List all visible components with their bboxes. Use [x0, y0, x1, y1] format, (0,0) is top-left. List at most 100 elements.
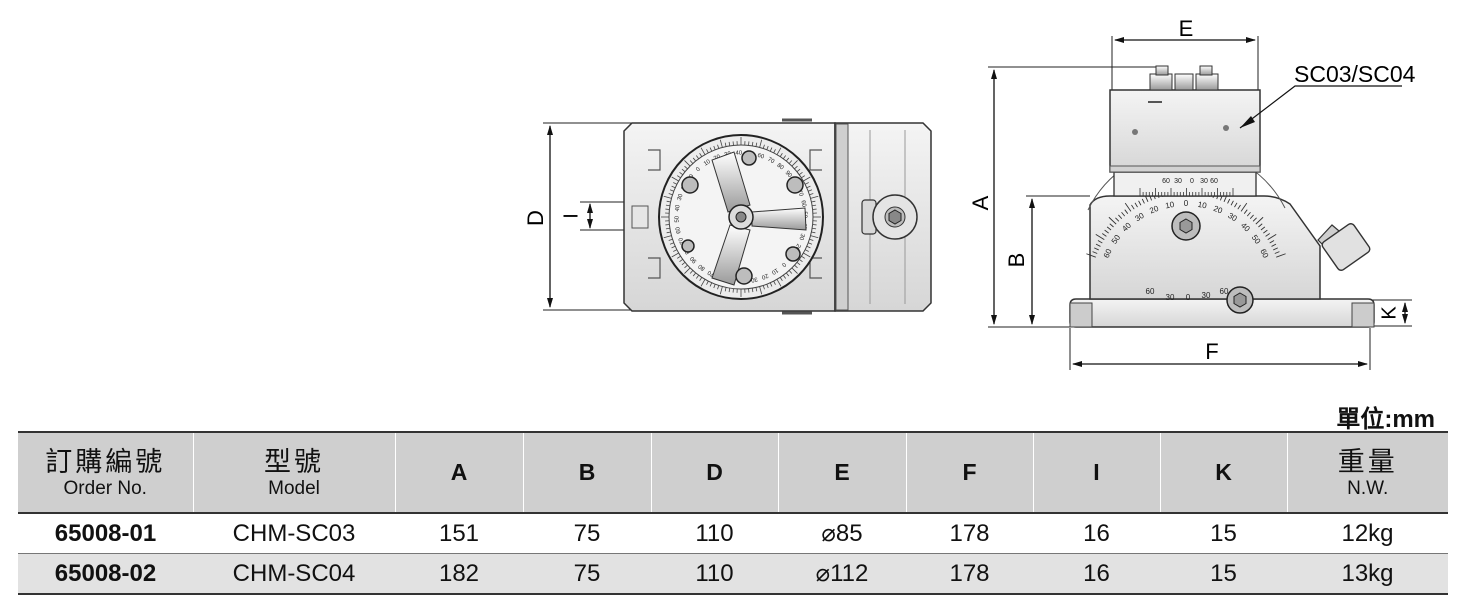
cell-e: ⌀112: [778, 553, 906, 595]
dial-tick: [681, 262, 686, 266]
dim-label-i: I: [560, 213, 582, 219]
cell-i: 16: [1033, 553, 1160, 595]
dial-tick: [782, 275, 786, 279]
dial-tick: [801, 255, 805, 259]
dial-tick: [812, 204, 817, 207]
ring-scale-label: 60: [1210, 178, 1218, 185]
dial-tick: [706, 280, 709, 285]
arc-tick: [1274, 251, 1280, 254]
arc-tick: [1240, 202, 1248, 212]
dim-label-e: E: [1179, 16, 1194, 41]
arc-tick: [1094, 247, 1099, 251]
cell-weight: 13kg: [1287, 553, 1448, 595]
arc-tick: [1230, 200, 1234, 206]
cell-k: 15: [1160, 513, 1287, 554]
dial-tick: [788, 160, 793, 164]
arc-tick: [1118, 214, 1123, 219]
dial-tick: [677, 255, 681, 259]
dial-tick: [696, 155, 700, 159]
dial-tick: [799, 258, 803, 262]
dial-tick: [804, 182, 809, 185]
dial-tick: [717, 285, 720, 290]
table-header: 訂購編號 Order No. 型號 Model A B D E F I K 重量…: [18, 431, 1448, 514]
dial-tick: [668, 238, 673, 241]
arc-tick: [1267, 233, 1277, 240]
dial-scale-label: 70: [766, 157, 775, 166]
dial-tick: [677, 175, 681, 179]
arc-scale-label: 20: [1148, 204, 1160, 216]
dial-tick: [699, 153, 703, 157]
dial-tick: [671, 185, 676, 189]
dial-tick: [791, 267, 798, 274]
unit-label: 單位:mm: [1336, 406, 1435, 433]
arc-tick: [1131, 204, 1135, 210]
dial-tick: [808, 189, 813, 192]
dial-tick: [679, 258, 683, 262]
dial-tick: [808, 242, 813, 245]
cell-a: 182: [395, 553, 523, 595]
dial-tick: [717, 144, 720, 149]
ring-scale-label: 30: [1200, 178, 1208, 185]
arc-scale-label: 60: [1258, 248, 1270, 260]
dial-tick: [696, 275, 700, 279]
dim-label-k: K: [1378, 306, 1400, 320]
dial-tick: [673, 182, 678, 185]
dial-tick: [692, 157, 696, 162]
dial-tick: [755, 142, 758, 147]
dial-tick: [776, 279, 782, 287]
dial-tick: [759, 286, 763, 295]
dial-scale-label: 10: [703, 159, 712, 168]
header-i: I: [1032, 431, 1160, 514]
spec-table: 訂購編號 Order No. 型號 Model A B D E F I K 重量…: [18, 431, 1448, 595]
arc-tick: [1237, 204, 1241, 210]
arc-scale-label: 0: [1184, 199, 1189, 208]
callout-label: SC03/SC04: [1294, 61, 1416, 87]
dial-tick: [699, 277, 703, 281]
arc-tick: [1095, 233, 1105, 240]
dial-tick: [684, 264, 688, 269]
arc-tick: [1227, 198, 1231, 204]
dial-tick: [796, 262, 801, 266]
dial-tick: [751, 288, 754, 293]
arc-tick: [1102, 233, 1107, 237]
header-order: 訂購編號 Order No.: [18, 431, 193, 514]
table-row: 65008-02 CHM-SC04 182 75 110 ⌀112 178 16…: [18, 553, 1448, 595]
dial-tick: [669, 189, 674, 192]
dial-scale-label: 0: [780, 261, 787, 268]
arc-scale-label: 10: [1165, 200, 1176, 211]
header-weight: 重量 N.W.: [1286, 431, 1448, 514]
dial-tick: [766, 145, 769, 150]
arc-tick: [1095, 243, 1101, 247]
arc-tick: [1271, 243, 1277, 247]
base-scale-label: 30: [1202, 291, 1211, 300]
dial-scale-label: 90: [689, 254, 698, 263]
dim-label-f: F: [1205, 339, 1218, 364]
dial-tick: [759, 139, 763, 148]
arc-tick: [1255, 216, 1264, 225]
base-scale-label: 60: [1146, 287, 1155, 296]
dim-label-a: A: [968, 195, 993, 210]
arc-tick: [1269, 240, 1275, 244]
dim-label-b: B: [1004, 253, 1029, 268]
cell-k: 15: [1160, 553, 1287, 595]
dial-scale-label: 50: [674, 215, 680, 223]
dial-tick: [665, 204, 670, 207]
dial-tick: [786, 157, 790, 162]
arc-tick: [1258, 223, 1263, 228]
dial-scale-label: 80: [776, 163, 785, 172]
dial-tick: [773, 280, 776, 285]
cell-b: 75: [523, 513, 651, 554]
cell-f: 178: [906, 513, 1033, 554]
dial-tick: [786, 272, 790, 277]
dial-tick: [801, 175, 805, 179]
dial-tick: [700, 279, 706, 287]
dial-tick: [719, 139, 723, 148]
dial-tick: [806, 185, 811, 189]
dial-tick: [671, 176, 679, 182]
arc-tick: [1106, 226, 1112, 231]
cell-order: 65008-01: [18, 513, 193, 554]
arc-tick: [1097, 240, 1103, 244]
arc-scale-label: 10: [1197, 200, 1208, 211]
base-scale-label: 60: [1220, 287, 1229, 296]
dial-scale-label: 10: [770, 266, 779, 275]
